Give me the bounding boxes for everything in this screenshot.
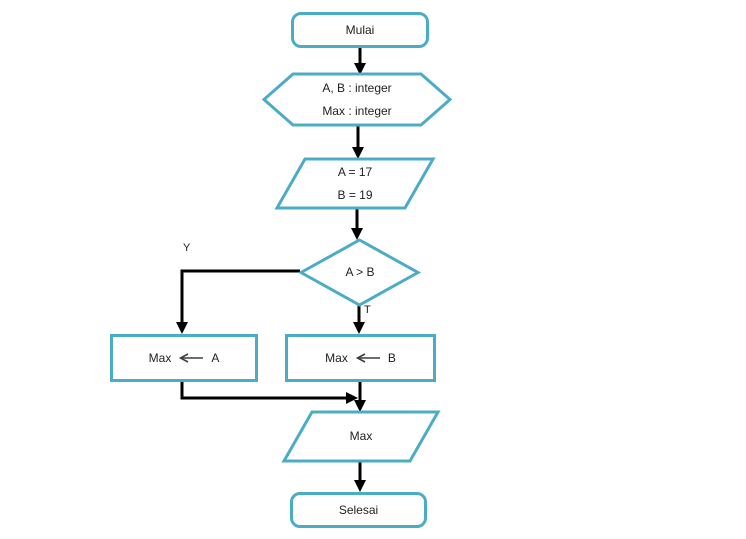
node-output: Max xyxy=(281,410,441,463)
connector-declaration-initialization xyxy=(352,125,364,159)
assign-b-target: Max xyxy=(325,351,348,365)
node-end: Selesai xyxy=(290,492,427,528)
node-assign-max-b: Max B xyxy=(285,334,436,382)
connector-output-end xyxy=(354,461,366,492)
connector-decision-true-branch xyxy=(353,305,365,334)
node-start-label: Mulai xyxy=(345,23,375,37)
parallelogram-shape xyxy=(274,157,436,210)
connector-start-declaration xyxy=(354,48,366,75)
branch-label-yes: Y xyxy=(183,242,191,254)
diamond-shape xyxy=(297,238,422,307)
node-end-label: Selesai xyxy=(338,503,379,517)
branch-label-true: T xyxy=(364,304,371,316)
connector-assign-b-output xyxy=(354,382,366,412)
long-left-arrow-icon xyxy=(179,353,204,363)
node-assign-max-a: Max A xyxy=(110,334,258,382)
long-left-arrow-icon xyxy=(355,353,380,363)
node-declaration: A, B : integer Max : integer xyxy=(261,72,453,127)
assign-a-source: A xyxy=(211,351,220,365)
initialization-line-2: B = 19 xyxy=(337,187,373,202)
connector-decision-yes-branch xyxy=(176,269,300,334)
node-initialization: A = 17 B = 19 xyxy=(274,157,436,210)
output-label: Max xyxy=(349,429,373,443)
node-decision: A > B xyxy=(297,238,422,307)
declaration-line-1: A, B : integer xyxy=(322,80,392,95)
connector-initialization-decision xyxy=(351,208,363,240)
parallelogram-shape xyxy=(281,410,441,463)
node-start: Mulai xyxy=(291,12,429,48)
hexagon-shape xyxy=(261,72,453,127)
declaration-line-2: Max : integer xyxy=(322,103,392,118)
connector-assign-a-merge xyxy=(180,382,358,404)
initialization-line-1: A = 17 xyxy=(337,164,373,179)
assign-b-source: B xyxy=(387,351,396,365)
decision-label: A > B xyxy=(345,265,375,279)
assign-a-target: Max xyxy=(148,351,172,365)
